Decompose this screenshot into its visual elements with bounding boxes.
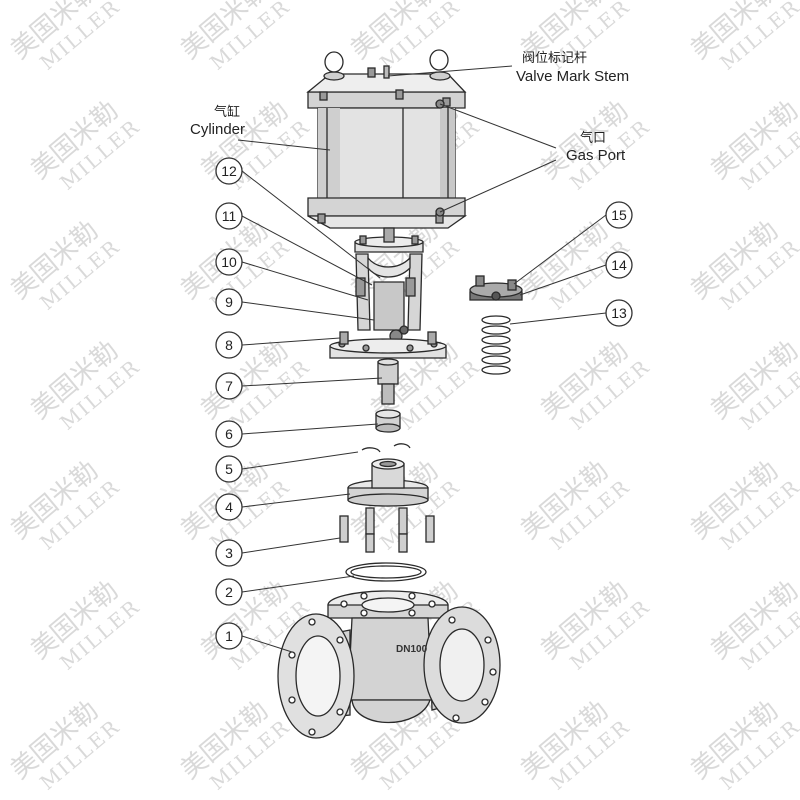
- part-number-text: 5: [225, 461, 233, 477]
- part-number-10: 10: [215, 248, 243, 276]
- part-number-text: 1: [225, 628, 233, 644]
- part-number-text: 8: [225, 337, 233, 353]
- part-number-3: 3: [215, 539, 243, 567]
- part-number-text: 13: [611, 305, 627, 321]
- part-number-7: 7: [215, 372, 243, 400]
- leader-lines: [237, 65, 607, 653]
- spring-coils: [481, 315, 511, 375]
- part-number-14: 14: [605, 251, 633, 279]
- studs: [339, 507, 435, 553]
- part-number-circle: [605, 201, 633, 229]
- part-number-circle: [215, 455, 243, 483]
- part-number-text: 4: [225, 499, 233, 515]
- body-marking: DN100: [396, 644, 428, 655]
- valve-stem: [377, 358, 399, 405]
- part-number-13: 13: [605, 299, 633, 327]
- part-number-text: 2: [225, 584, 233, 600]
- part-number-15: 15: [605, 201, 633, 229]
- part-number-4: 4: [215, 493, 243, 521]
- part-number-text: 11: [222, 208, 237, 224]
- valve-mark-stem-label-en: Valve Mark Stem: [516, 68, 629, 85]
- part-number-8: 8: [215, 331, 243, 359]
- part-number-text: 6: [225, 426, 233, 442]
- gasket: [345, 562, 427, 582]
- gland-nut: [375, 409, 401, 433]
- text-callouts: 阀位标记杆 Valve Mark Stem 气缸 Cylinder 气口 Gas…: [190, 51, 629, 164]
- valve-mark-stem-label-cn: 阀位标记杆: [522, 51, 587, 66]
- cylinder-label-cn: 气缸: [214, 104, 240, 120]
- part-number-1: 1: [215, 622, 243, 650]
- yoke-assembly: [329, 227, 447, 359]
- part-number-text: 15: [611, 207, 627, 223]
- bonnet: [347, 458, 429, 507]
- part-number-2: 2: [215, 578, 243, 606]
- part-number-text: 10: [221, 254, 237, 270]
- seal-rings: [361, 443, 411, 453]
- valve-body: DN100: [277, 590, 501, 739]
- part-number-circle: [605, 251, 633, 279]
- part-number-text: 12: [221, 163, 237, 179]
- part-number-circle: [215, 622, 243, 650]
- cylinder-assembly: [306, 49, 468, 229]
- part-number-circle: [215, 578, 243, 606]
- part-number-circle: [215, 372, 243, 400]
- gas-port-label-en: Gas Port: [566, 147, 626, 164]
- part-number-11: 11: [215, 202, 243, 230]
- part-number-circle: [215, 288, 243, 316]
- part-number-text: 14: [611, 257, 627, 273]
- part-number-5: 5: [215, 455, 243, 483]
- part-number-6: 6: [215, 420, 243, 448]
- part-number-circle: [215, 539, 243, 567]
- part-number-circle: [215, 248, 243, 276]
- part-number-circle: [215, 331, 243, 359]
- part-number-text: 3: [225, 545, 233, 561]
- part-number-text: 9: [225, 294, 233, 310]
- part-number-circle: [215, 157, 243, 185]
- part-number-12: 12: [215, 157, 243, 185]
- gas-port-label-cn: 气口: [580, 130, 606, 146]
- part-number-circle: [215, 420, 243, 448]
- part-number-circle: [215, 202, 243, 230]
- part-number-9: 9: [215, 288, 243, 316]
- spring-assembly: [469, 275, 523, 375]
- part-number-circle: [605, 299, 633, 327]
- cylinder-label-en: Cylinder: [190, 121, 245, 138]
- part-number-text: 7: [225, 378, 233, 394]
- part-number-circle: [215, 493, 243, 521]
